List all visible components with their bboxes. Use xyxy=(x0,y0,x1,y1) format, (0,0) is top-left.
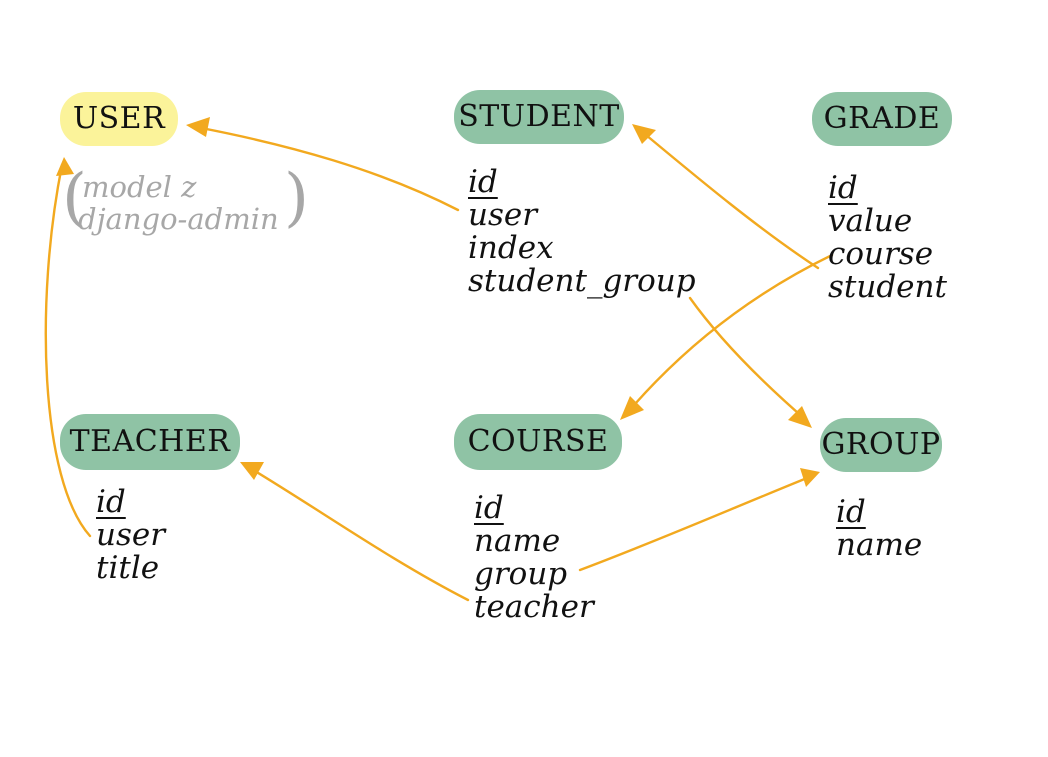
note-paren-open: ( xyxy=(62,161,87,235)
relation-grade-course xyxy=(626,253,834,414)
arrowhead xyxy=(788,406,812,428)
field-course-group: group xyxy=(474,556,568,592)
field-grade-id: id xyxy=(828,170,858,206)
relation-student-group xyxy=(688,296,808,422)
field-grade-student: student xyxy=(828,269,947,305)
field-teacher-title: title xyxy=(96,550,160,586)
field-group-id: id xyxy=(836,494,866,530)
field-list-teacher: id user title xyxy=(96,486,165,585)
entity-title-grade: GRADE xyxy=(812,92,952,146)
field-student-index: index xyxy=(468,230,554,266)
field-grade-course: course xyxy=(828,236,934,272)
entity-title-student: STUDENT xyxy=(454,90,624,144)
field-group-name: name xyxy=(836,527,923,563)
field-grade-value: value xyxy=(828,203,913,239)
arrowhead xyxy=(800,468,820,487)
relation-course-teacher xyxy=(248,466,470,602)
user-note-line2: django-admin xyxy=(78,202,279,236)
arrowhead xyxy=(186,117,210,137)
field-student-group: student_group xyxy=(468,263,696,299)
field-teacher-user: user xyxy=(96,517,166,553)
user-note-line1: model z xyxy=(82,170,197,204)
entity-title-user: USER xyxy=(60,92,178,146)
arrowhead xyxy=(620,396,644,420)
field-list-grade: id value course student xyxy=(828,172,947,304)
arrowhead xyxy=(240,462,264,480)
field-student-id: id xyxy=(468,164,498,200)
note-paren-close: ) xyxy=(284,161,309,235)
entity-title-course: COURSE xyxy=(454,414,622,470)
field-list-group: id name xyxy=(836,496,922,562)
relation-grade-student xyxy=(638,128,820,270)
relation-student-user xyxy=(194,125,460,212)
field-course-name: name xyxy=(474,523,561,559)
arrowhead xyxy=(56,157,74,176)
field-course-teacher: teacher xyxy=(474,589,594,625)
entity-title-teacher: TEACHER xyxy=(60,414,240,470)
relation-teacher-user xyxy=(44,163,92,538)
field-student-user: user xyxy=(468,197,538,233)
arrowhead xyxy=(632,124,656,144)
relation-course-group xyxy=(578,474,814,572)
field-list-course: id name group teacher xyxy=(474,492,594,624)
field-list-student: id user index student_group xyxy=(468,166,696,298)
field-teacher-id: id xyxy=(96,484,126,520)
field-course-id: id xyxy=(474,490,504,526)
entity-title-group: GROUP xyxy=(820,418,942,472)
